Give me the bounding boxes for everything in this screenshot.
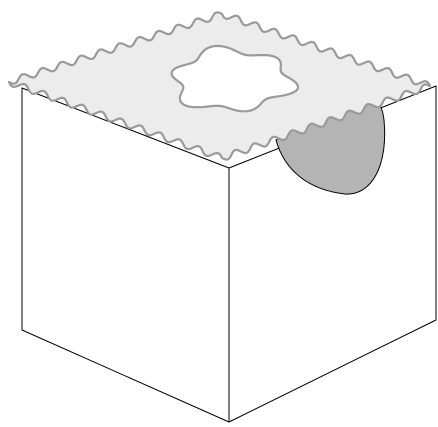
box-with-cloth-diagram — [0, 0, 438, 427]
